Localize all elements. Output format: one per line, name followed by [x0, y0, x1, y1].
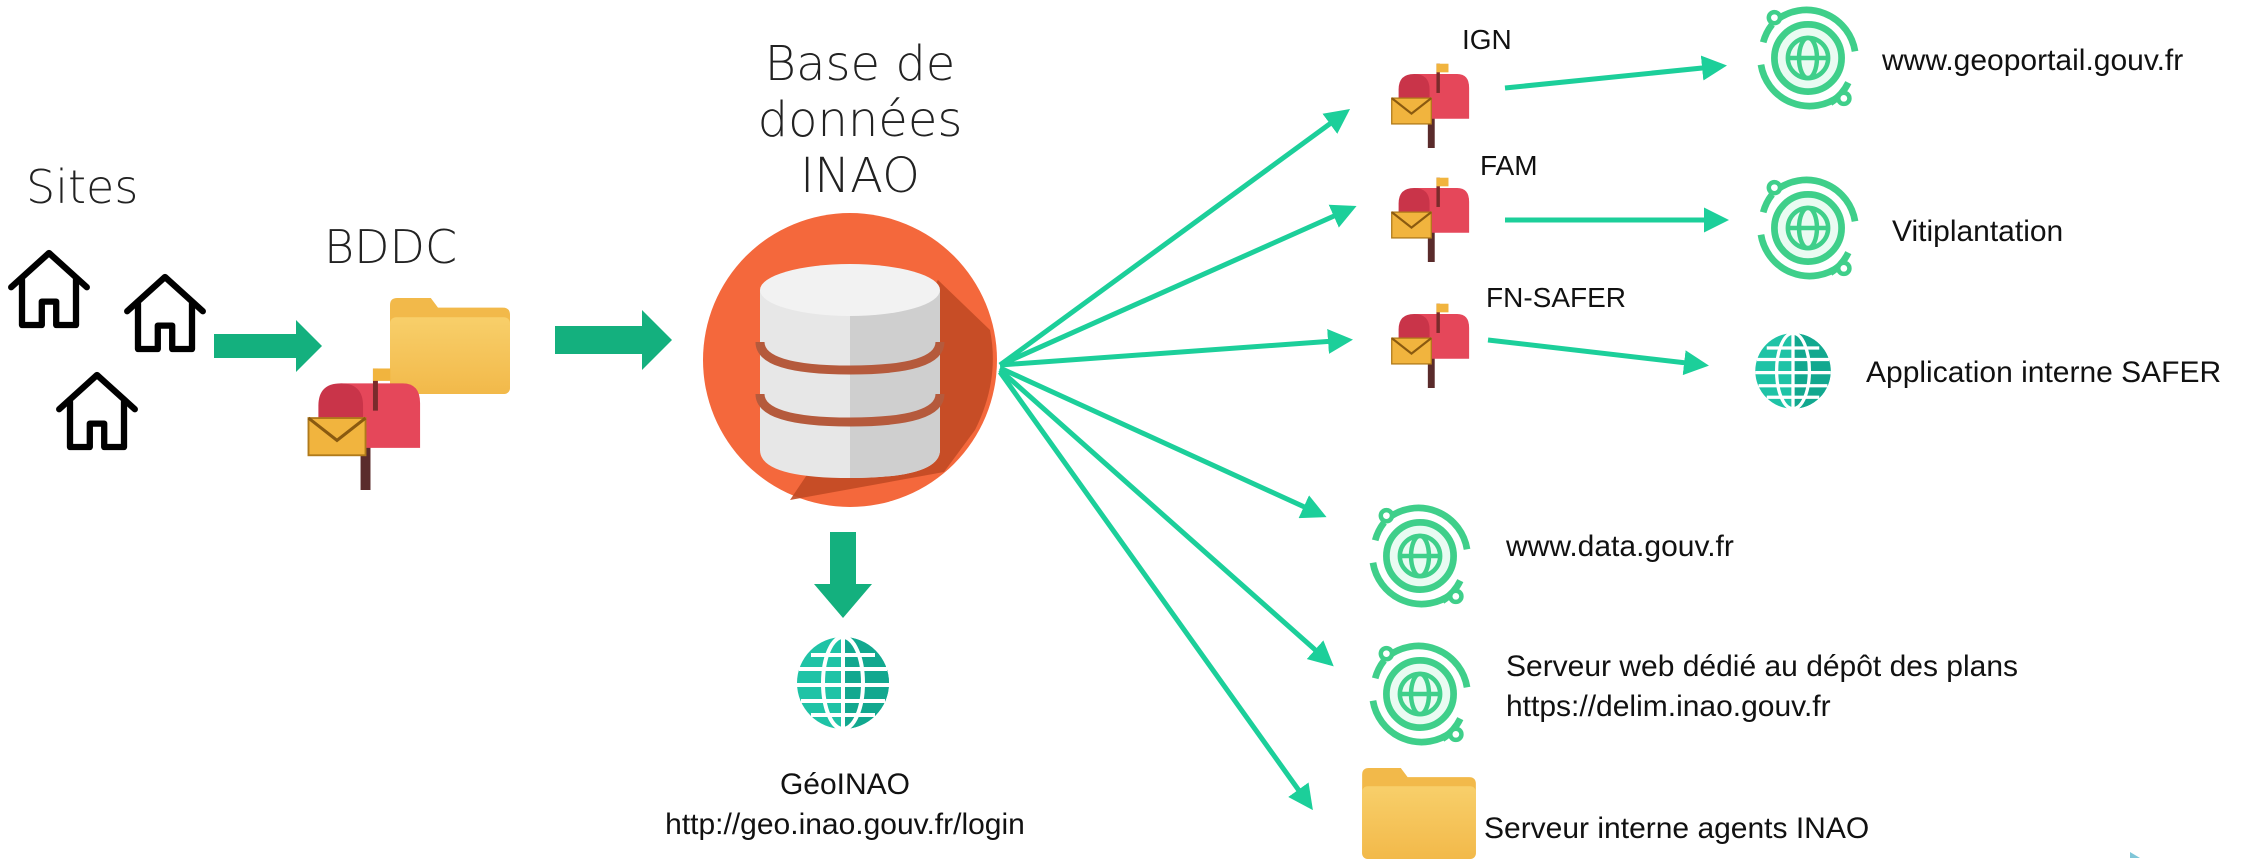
- fam-label: FAM: [1480, 150, 1538, 181]
- database-icon: [703, 213, 997, 507]
- block-arrow-bddc-to-db: [555, 310, 672, 370]
- folder-icon: [1362, 768, 1476, 859]
- globe-icon: [1753, 331, 1833, 411]
- house-icon: [59, 375, 135, 447]
- mailbox-icon: [306, 366, 422, 490]
- arrow-fnsafer-to-safer: [1487, 337, 1709, 376]
- web-globe-icon: [1761, 10, 1855, 106]
- mailbox-icon: [1390, 302, 1471, 388]
- web-globe-icon: [1373, 646, 1467, 742]
- delim-url[interactable]: https://delim.inao.gouv.fr: [1506, 690, 1831, 723]
- arrow-to-fnsafer: [999, 328, 1353, 368]
- vitiplantation-label: Vitiplantation: [1892, 215, 2064, 248]
- corner-mark-icon: [2130, 852, 2140, 858]
- geoportail-link[interactable]: www.geoportail.gouv.fr: [1882, 44, 2184, 77]
- mailbox-icon: [1390, 62, 1471, 148]
- house-icon: [11, 253, 87, 325]
- safer-app-label: Application interne SAFER: [1866, 356, 2222, 389]
- internal-server-label: Serveur interne agents INAO: [1484, 812, 1870, 845]
- bddc-label: BDDC: [324, 220, 458, 274]
- geoinao-url[interactable]: http://geo.inao.gouv.fr/login: [665, 808, 1025, 841]
- arrow-to-fam: [998, 204, 1357, 368]
- delim-title: Serveur web dédié au dépôt des plans: [1506, 650, 2019, 683]
- mailbox-icon: [1390, 176, 1471, 262]
- house-icon: [127, 277, 203, 349]
- fnsafer-label: FN-SAFER: [1486, 282, 1626, 313]
- geoinao-name: GéoINAO: [779, 768, 911, 801]
- folder-icon: [390, 298, 510, 394]
- database-title-line-2: données: [757, 92, 963, 148]
- arrow-ign-to-geoportail: [1504, 55, 1727, 91]
- database-title-line-3: INAO: [800, 148, 920, 204]
- arrow-to-datagouv: [998, 365, 1327, 519]
- sites-label: Sites: [26, 160, 139, 214]
- arrow-to-internal-server: [997, 370, 1313, 811]
- database-title-line-1: Base de: [764, 36, 956, 92]
- block-arrow-sites-to-bddc: [214, 320, 322, 372]
- arrow-to-ign: [998, 109, 1351, 368]
- distribution-arrows: [997, 55, 1729, 811]
- ign-label: IGN: [1462, 24, 1512, 55]
- database-title: Base de données INAO: [700, 36, 1020, 204]
- arrow-to-delim: [998, 368, 1334, 667]
- datagouv-link[interactable]: www.data.gouv.fr: [1506, 530, 1734, 563]
- web-globe-icon: [1761, 180, 1855, 276]
- globe-icon: [795, 635, 891, 731]
- block-arrow-db-to-geoinao: [814, 532, 872, 618]
- web-globe-icon: [1373, 508, 1467, 604]
